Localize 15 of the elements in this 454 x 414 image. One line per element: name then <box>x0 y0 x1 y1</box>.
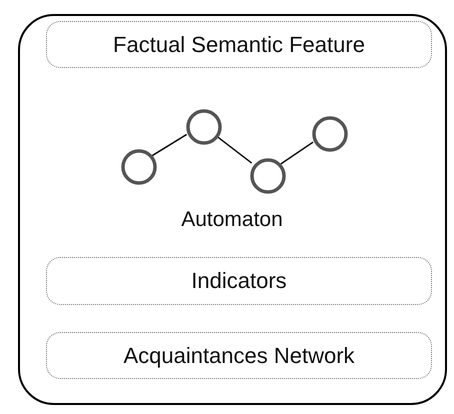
box-label: Indicators <box>191 268 287 294</box>
box-label: Acquaintances Network <box>123 342 355 368</box>
rounded-frame <box>18 14 447 405</box>
state-circle <box>186 109 222 145</box>
automaton-label: Automaton <box>181 208 283 232</box>
connector-line <box>152 134 188 156</box>
state-circle <box>250 158 286 194</box>
dotted-box <box>46 332 432 379</box>
connector-line <box>280 141 314 165</box>
state-circle <box>312 116 348 152</box>
dotted-box <box>46 257 432 305</box>
connector-line <box>216 135 252 164</box>
state-circle <box>121 149 157 185</box>
dotted-box <box>46 21 432 68</box>
box-label: Factual Semantic Feature <box>113 32 365 58</box>
